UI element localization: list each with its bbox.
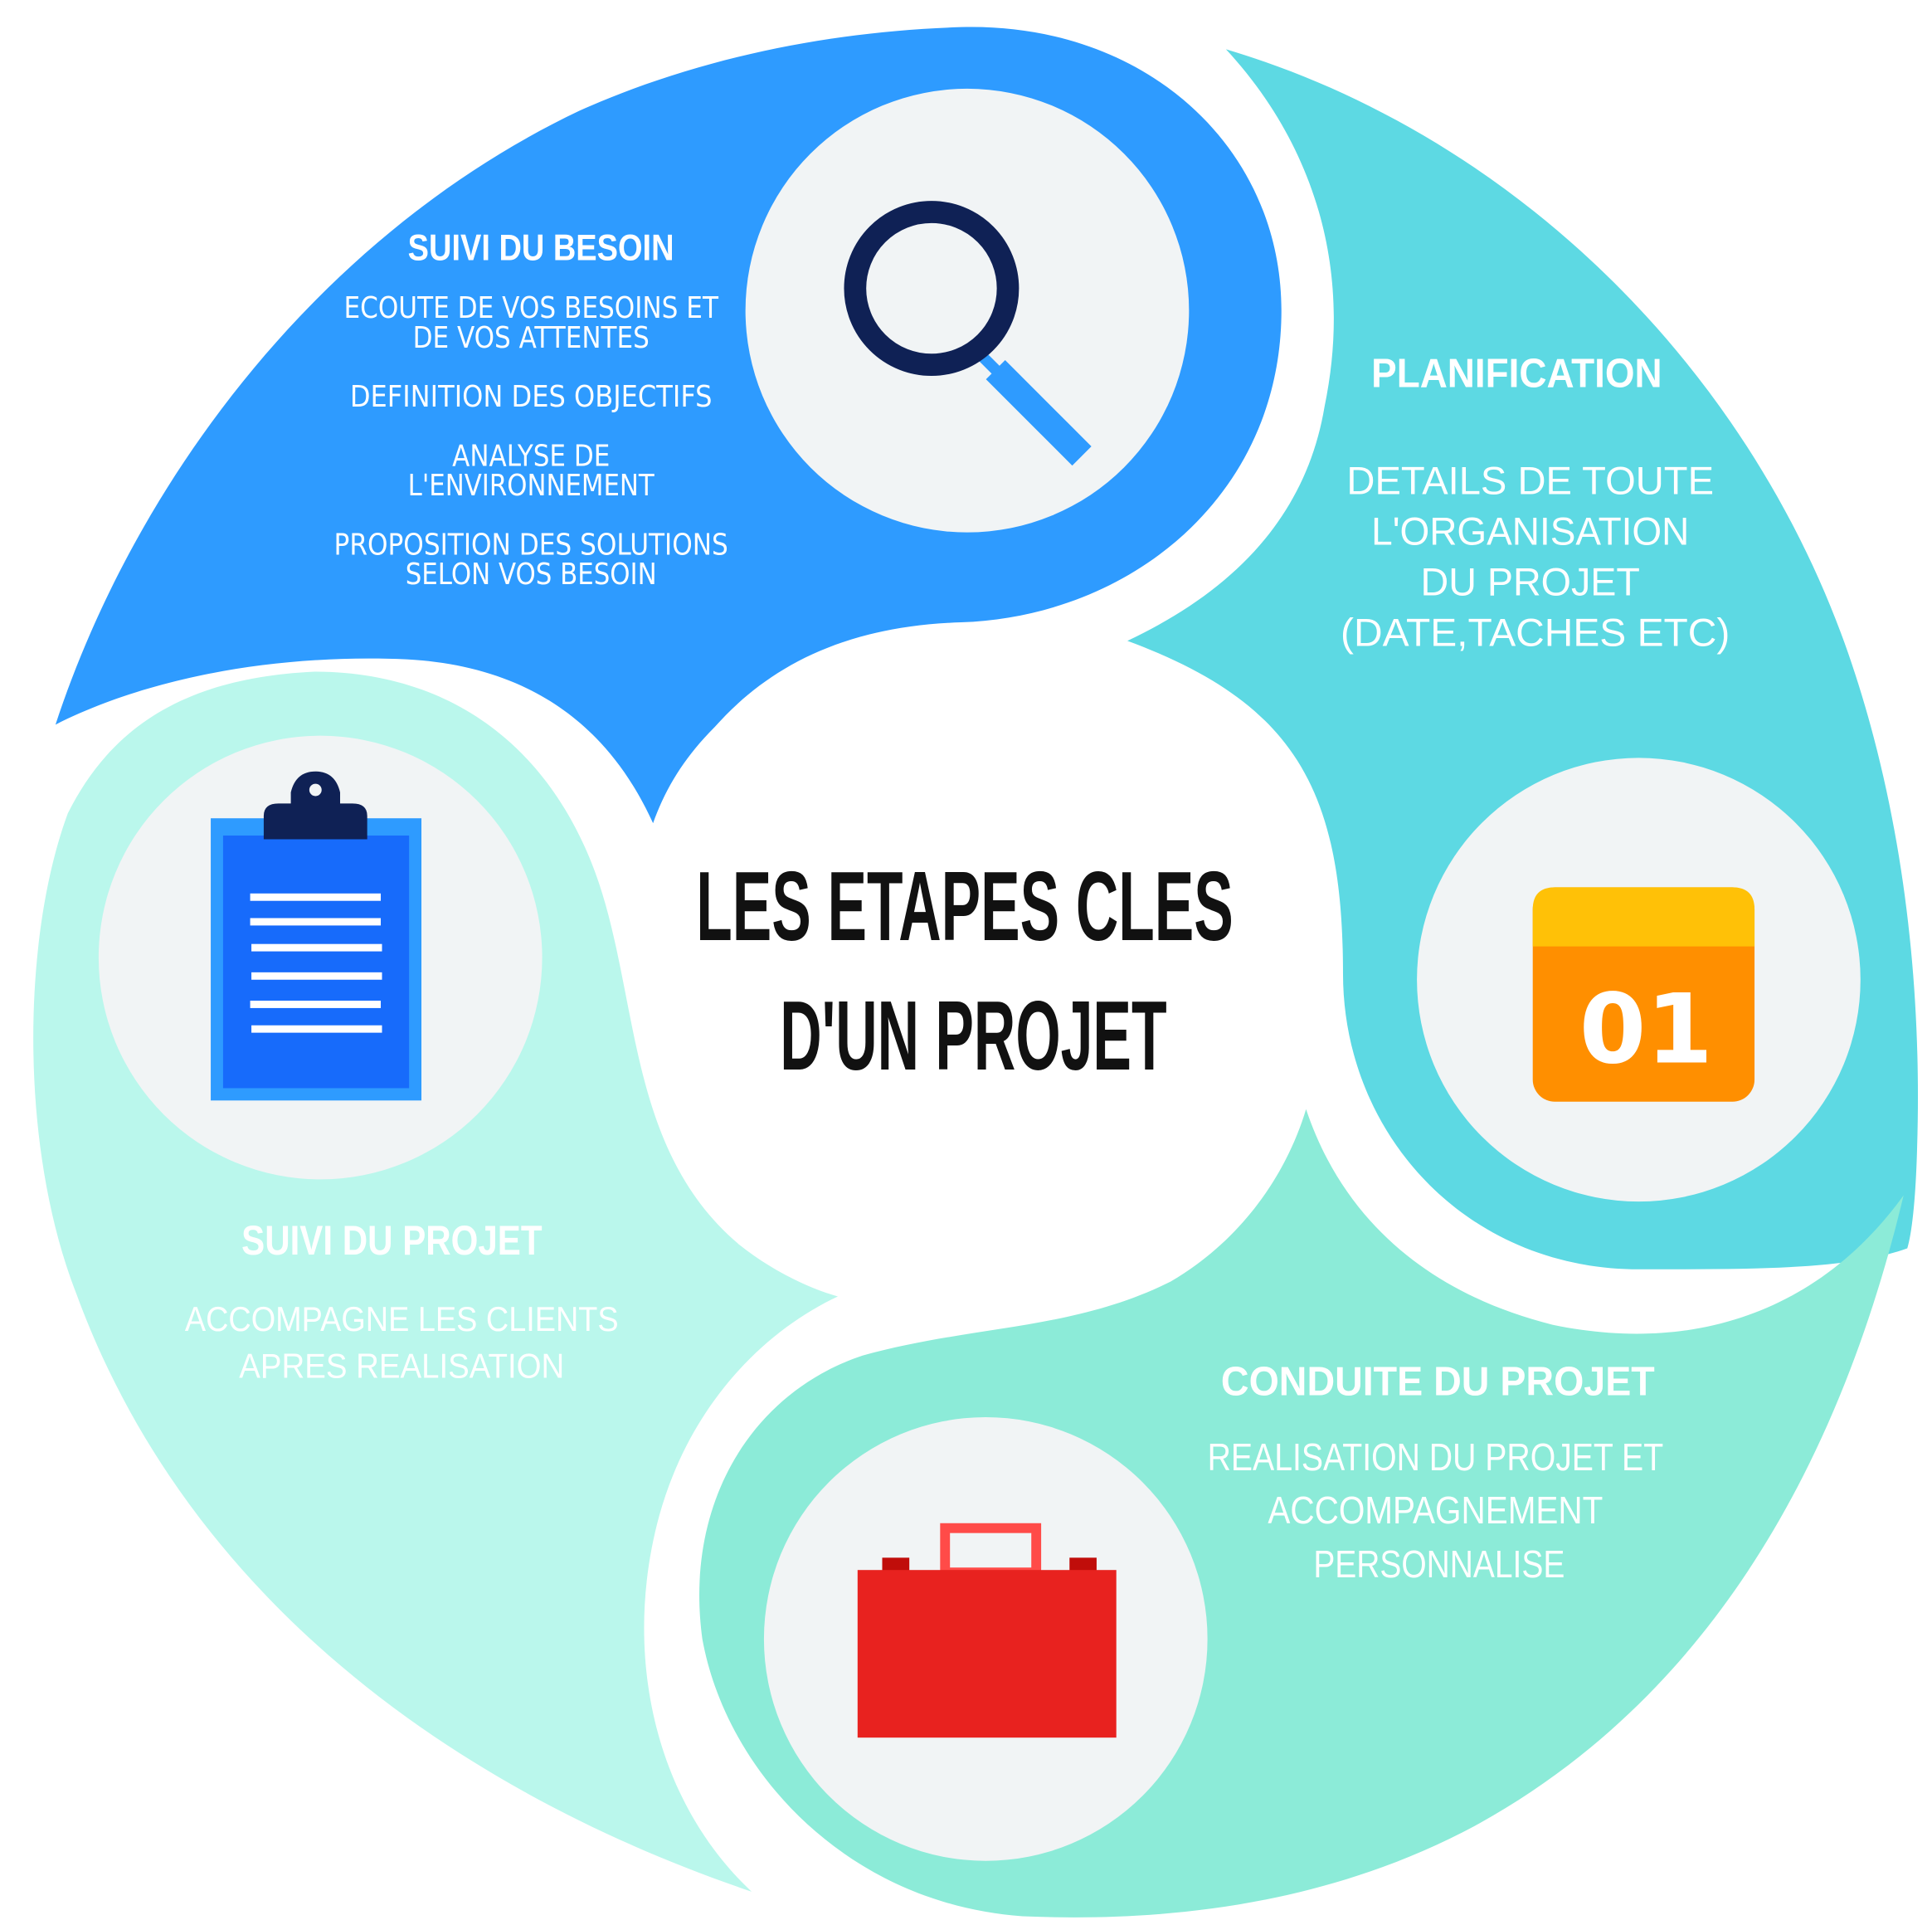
segment-planification: 01 PLANIFICATION DETAILS DE TOUTE L'ORGA…: [1127, 49, 1919, 1269]
heading-planification: PLANIFICATION: [1371, 351, 1662, 396]
text-suivi-besoin-line-3: DEFINITION DES OBJECTIFS: [350, 380, 713, 414]
text-suivi-projet-line-1: ACCOMPAGNE LES CLIENTS: [185, 1299, 619, 1338]
text-planification-line-2: L'ORGANISATION: [1371, 509, 1689, 553]
heading-conduite-projet: CONDUITE DU PROJET: [1221, 1359, 1655, 1404]
clipboard-icon: [211, 771, 422, 1101]
title-line-1: LES ETAPES CLES: [696, 851, 1234, 962]
text-conduite-line-3: PERSONNALISE: [1313, 1542, 1565, 1586]
title-line-2: D'UN PROJET: [780, 981, 1166, 1091]
segment-conduite-projet: CONDUITE DU PROJET REALISATION DU PROJET…: [699, 1109, 1904, 1918]
text-suivi-besoin-line-1: ECOUTE DE VOS BESOINS ET: [343, 291, 718, 325]
text-suivi-besoin-line-5: L'ENVIRONNEMENT: [408, 469, 655, 503]
center-title: LES ETAPES CLES D'UN PROJET: [696, 851, 1234, 1091]
briefcase-icon: [857, 1523, 1117, 1738]
text-conduite-line-1: REALISATION DU PROJET ET: [1208, 1435, 1664, 1479]
text-suivi-besoin-line-4: ANALYSE DE: [452, 439, 610, 473]
text-planification-line-4: (DATE,TACHES ETC): [1341, 611, 1730, 655]
segment-suivi-projet: SUIVI DU PROJET ACCOMPAGNE LES CLIENTS A…: [33, 671, 839, 1892]
segment-suivi-besoin: SUIVI DU BESOIN ECOUTE DE VOS BESOINS ET…: [55, 27, 1282, 824]
text-suivi-besoin-line-7: SELON VOS BESOIN: [406, 558, 657, 592]
text-suivi-besoin-line-6: PROPOSITION DES SOLUTIONS: [334, 528, 728, 562]
text-planification-line-3: DU PROJET: [1421, 560, 1640, 604]
calendar-icon: 01: [1532, 887, 1755, 1102]
calendar-badge-number: 01: [1579, 973, 1713, 1085]
icon-circle-suivi-besoin: [745, 88, 1190, 533]
text-suivi-projet-line-2: APRES REALISATION: [239, 1346, 564, 1385]
heading-suivi-besoin: SUIVI DU BESOIN: [408, 227, 674, 268]
text-planification-line-1: DETAILS DE TOUTE: [1346, 460, 1714, 504]
text-conduite-line-2: ACCOMPAGNEMENT: [1268, 1489, 1603, 1532]
magnifier-icon: [844, 201, 1092, 466]
text-suivi-besoin-line-2: DE VOS ATTENTES: [413, 321, 650, 355]
heading-suivi-projet: SUIVI DU PROJET: [241, 1216, 543, 1264]
